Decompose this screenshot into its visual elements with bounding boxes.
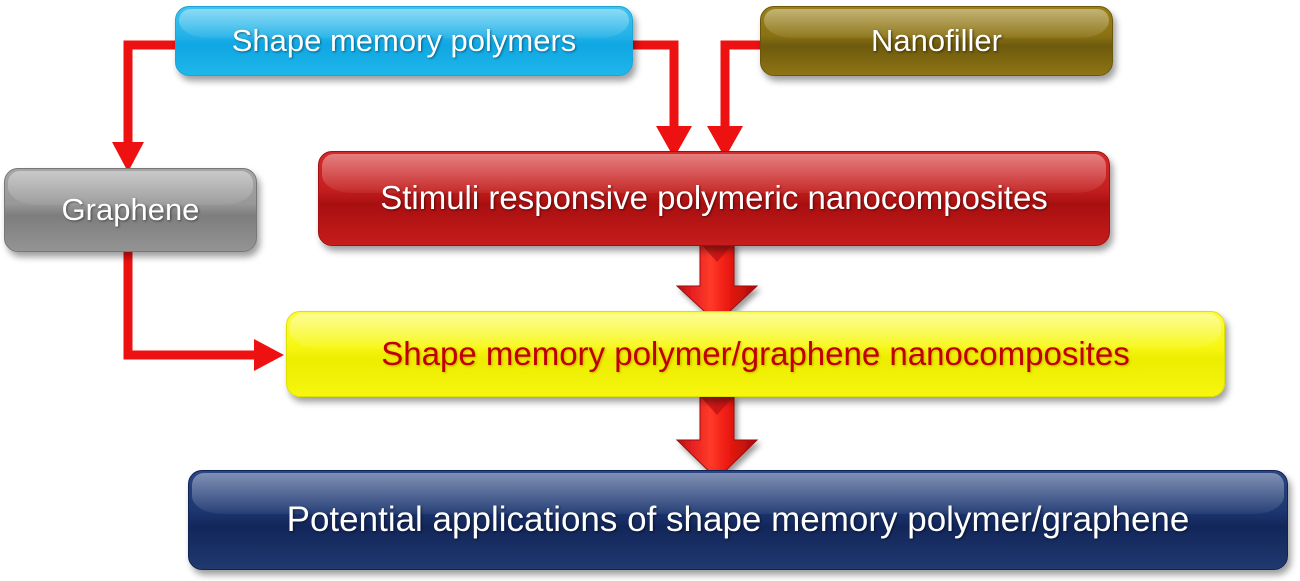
node-label: Nanofiller: [871, 22, 1002, 58]
node-label: Graphene: [61, 191, 200, 227]
node-label: Potential applications of shape memory p…: [286, 499, 1190, 539]
node-graphene[interactable]: Graphene: [4, 168, 257, 252]
edge-smpg-to-potential: [675, 395, 759, 480]
edge-stimuli-to-smpg: [675, 242, 759, 324]
edge-smp-to-graphene: [112, 40, 178, 172]
edge-nanofiller-to-stimuli: [707, 40, 763, 158]
node-shape-memory-polymer-graphene-nanocomposites[interactable]: Shape memory polymer/graphene nanocompos…: [286, 311, 1225, 397]
node-stimuli-responsive-polymeric-nanocomposites[interactable]: Stimuli responsive polymeric nanocomposi…: [318, 151, 1110, 246]
edge-graphene-to-smpg: [123, 250, 284, 371]
node-potential-applications[interactable]: Potential applications of shape memory p…: [188, 470, 1288, 570]
node-label: Shape memory polymers: [231, 22, 577, 58]
edge-smp-to-stimuli: [630, 40, 692, 158]
node-label: Stimuli responsive polymeric nanocomposi…: [380, 179, 1048, 217]
node-nanofiller[interactable]: Nanofiller: [760, 6, 1113, 76]
node-label: Shape memory polymer/graphene nanocompos…: [381, 334, 1130, 372]
node-shape-memory-polymers[interactable]: Shape memory polymers: [175, 6, 633, 76]
